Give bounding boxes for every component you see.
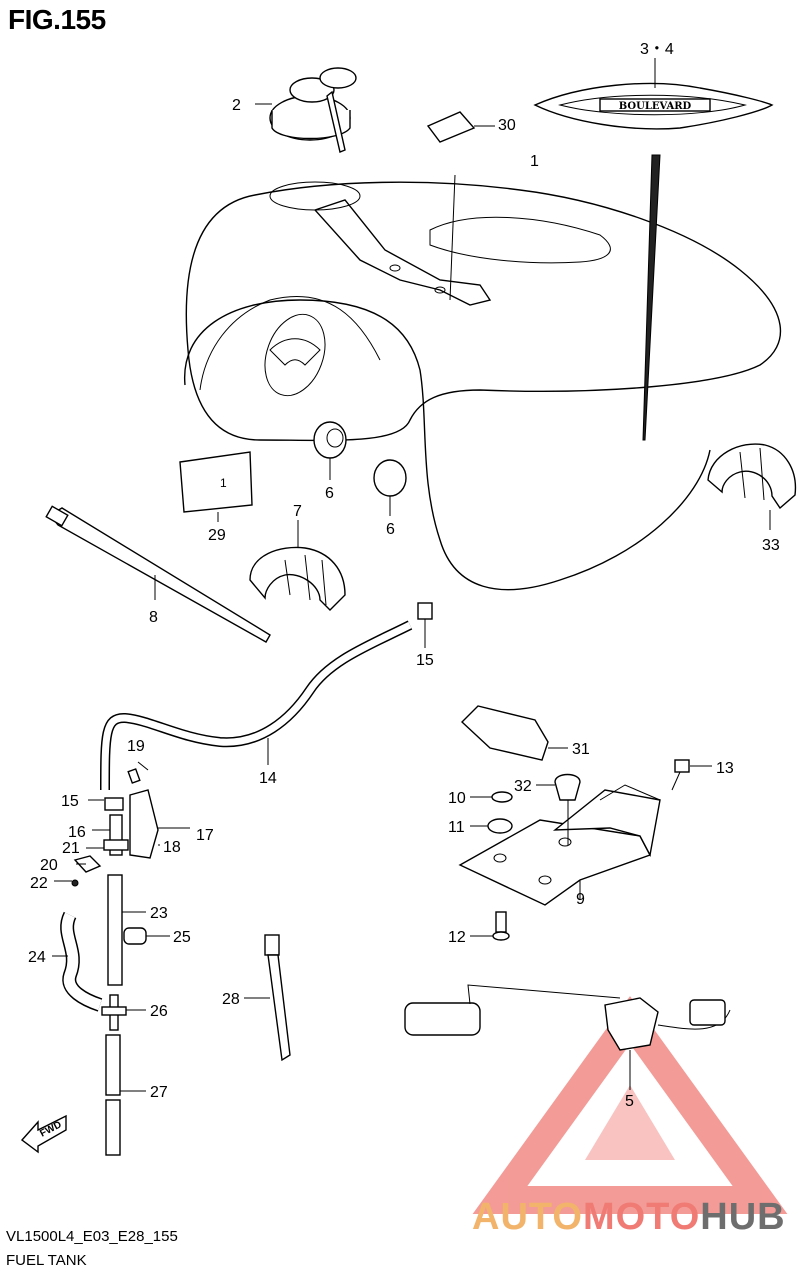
callout-10: 10 [448, 790, 466, 807]
callout-13: 13 [716, 760, 734, 777]
grommet-11 [470, 818, 513, 834]
t-joint-26 [101, 994, 146, 1031]
callout-7: 7 [293, 503, 302, 520]
callout-14: 14 [259, 770, 277, 787]
rubber-grommet-6b [373, 459, 407, 516]
decal-29: 1 [179, 451, 253, 522]
callout-28: 28 [222, 991, 240, 1008]
diagram-name: FUEL TANK [6, 1252, 87, 1269]
callout-29: 29 [208, 527, 226, 544]
callout-19: 19 [127, 738, 145, 755]
cable-tie-28 [244, 934, 291, 1062]
breather-hose-14 [100, 620, 413, 791]
watermark-logo [472, 996, 788, 1214]
callout-22: 22 [30, 875, 48, 892]
tank-cushion-33 [707, 443, 797, 530]
diagram-code: VL1500L4_E03_E28_155 [6, 1228, 178, 1245]
bolt-13 [671, 759, 712, 791]
callout-27: 27 [150, 1084, 168, 1101]
callout-11: 11 [448, 819, 465, 836]
callout-21: 21 [62, 840, 80, 857]
fuel-tank [184, 174, 782, 591]
decal-30 [426, 111, 476, 143]
cable-tie-8 [45, 505, 271, 643]
boulevard-emblem: BOULEVARD [533, 58, 774, 130]
rubber-grommet-6a [313, 421, 347, 480]
callout-17: 17 [196, 827, 214, 844]
callout-2: 2 [232, 97, 241, 114]
callout-1: 1 [530, 153, 539, 170]
washer-10 [470, 791, 513, 803]
hose-24 [52, 911, 103, 1012]
callout-15b: 15 [61, 793, 79, 810]
callout-23: 23 [150, 905, 168, 922]
hose-clamp-15a [417, 602, 433, 648]
hose-27 [105, 1034, 146, 1156]
callout-30: 30 [498, 117, 516, 134]
cover-31 [460, 705, 568, 761]
stripe-decal [642, 154, 661, 441]
emblem-text: BOULEVARD [619, 101, 692, 112]
callout-9: 9 [576, 891, 585, 908]
callout-25: 25 [173, 929, 191, 946]
callout-24: 24 [28, 949, 46, 966]
bolt-12 [470, 911, 510, 941]
callout-33: 33 [762, 537, 780, 554]
watermark-hub: HUB [700, 1196, 786, 1238]
cap-25 [123, 927, 170, 945]
hose-23 [107, 874, 146, 986]
callout-6a: 6 [325, 485, 334, 502]
valve-assembly [54, 761, 190, 887]
callout-26: 26 [150, 1003, 168, 1020]
callout-31: 31 [572, 741, 590, 758]
decal-29-label: 1 [220, 476, 227, 490]
callout-12: 12 [448, 929, 466, 946]
watermark-text: AUTOMOTOHUB [472, 1196, 786, 1239]
callout-18: 18 [163, 839, 181, 856]
callout-8: 8 [149, 609, 158, 626]
watermark-moto: MOTO [582, 1196, 701, 1238]
callout-5: 5 [625, 1093, 634, 1110]
cushion-32 [536, 773, 581, 845]
bracket-9 [458, 784, 661, 906]
callout-15a: 15 [416, 652, 434, 669]
figure-title: FIG.155 [8, 4, 106, 35]
fuel-cap [255, 67, 357, 153]
callout-3-4: 3・4 [640, 41, 674, 58]
callout-16: 16 [68, 824, 86, 841]
callout-20: 20 [40, 857, 58, 874]
fuel-level-sensor-5 [404, 984, 731, 1090]
fwd-arrow: FWD [20, 1114, 67, 1154]
callout-6b: 6 [386, 521, 395, 538]
tank-cushion-7 [249, 520, 346, 611]
watermark-auto: AUTO [472, 1196, 583, 1238]
callout-32: 32 [514, 778, 532, 795]
